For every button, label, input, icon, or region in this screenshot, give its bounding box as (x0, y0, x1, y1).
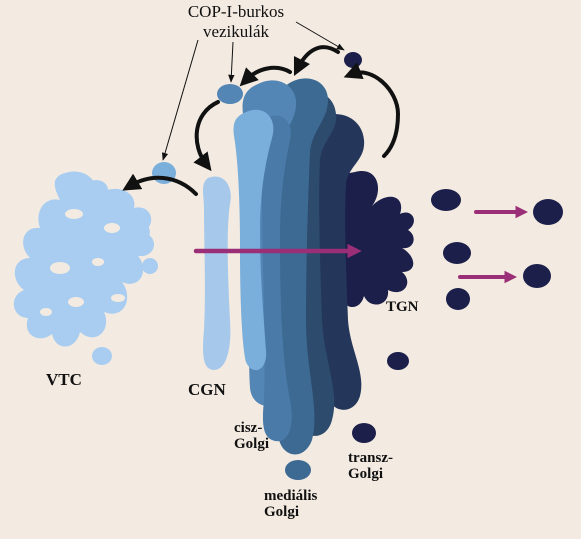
label-pointers (161, 21, 345, 161)
curved-arrow-icon (239, 65, 292, 87)
curved-arrow-icon (293, 45, 340, 77)
medial-vesicle (285, 460, 311, 480)
curved-arrow-icon (193, 100, 220, 172)
retrograde-arrows (122, 45, 401, 196)
cgn-front-tubule (203, 176, 231, 370)
trans-golgi-label-line2: Golgi (348, 466, 384, 482)
cis-golgi-label: cisz- Golgi (234, 420, 269, 452)
cgn-cisterna (233, 109, 274, 371)
medial-golgi-label: mediális Golgi (264, 488, 317, 520)
purple-arrows (193, 205, 529, 284)
curved-arrow-icon (122, 173, 198, 196)
tgn-label: TGN (386, 299, 419, 315)
cop-i-label-line2: vezikulák (202, 22, 270, 41)
cop-i-vesicle-middle (217, 84, 243, 104)
vtc-holes (40, 209, 125, 316)
cop-i-label: COP-I-burkos vezikulák (156, 2, 316, 42)
curved-arrow-icon (343, 62, 401, 158)
medial-cisterna-front (275, 78, 328, 455)
tgn-vesicles (344, 52, 563, 443)
tgn-cisterna (326, 171, 414, 308)
medial-golgi-label-line2: Golgi (264, 504, 300, 520)
trans-golgi-label: transz- Golgi (348, 450, 393, 482)
medial-golgi-label-line1: mediális (264, 488, 318, 504)
trans-golgi-label-line1: transz- (348, 450, 393, 466)
cop-i-label-line1: COP-I-burkos (187, 2, 285, 21)
cis-golgi-label-line2: Golgi (234, 436, 270, 452)
vtc-label: VTC (46, 370, 82, 389)
cis-golgi-label-line1: cisz- (234, 420, 263, 436)
cis-inner-cisterna (260, 115, 292, 442)
cgn-label: CGN (188, 380, 226, 399)
vtc-cluster (13, 171, 158, 365)
